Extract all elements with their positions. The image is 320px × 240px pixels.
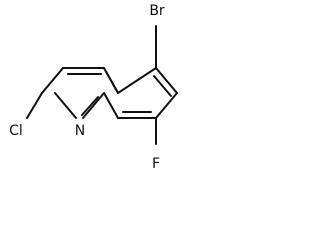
double-bond-c8a-n1-inner [81,96,99,116]
bond-c2-c3 [41,67,64,94]
molecule-structure: Br Cl N F [9,3,178,172]
bond-c5-c6 [155,67,178,94]
fluorine-atom-label: F [152,156,160,172]
nitrogen-atom-label: N [75,123,85,139]
molecule-canvas: Br Cl N F [0,0,192,178]
bond-c4a-c5 [117,67,157,94]
bond-c8-c8a [103,92,119,119]
chlorine-atom-label: Cl [9,123,23,139]
bond-c2-cl [26,92,43,119]
double-bond-c5-c6-inner [153,75,172,97]
bond-c8a-n1 [82,92,105,119]
bond-n1-c2 [54,92,77,119]
bond-c6-c7 [155,92,178,119]
bromine-atom-label: Br [149,3,165,19]
bond-network [26,25,178,145]
atom-labels: Br Cl N F [9,3,165,172]
bond-c4a-c8a [103,67,119,94]
